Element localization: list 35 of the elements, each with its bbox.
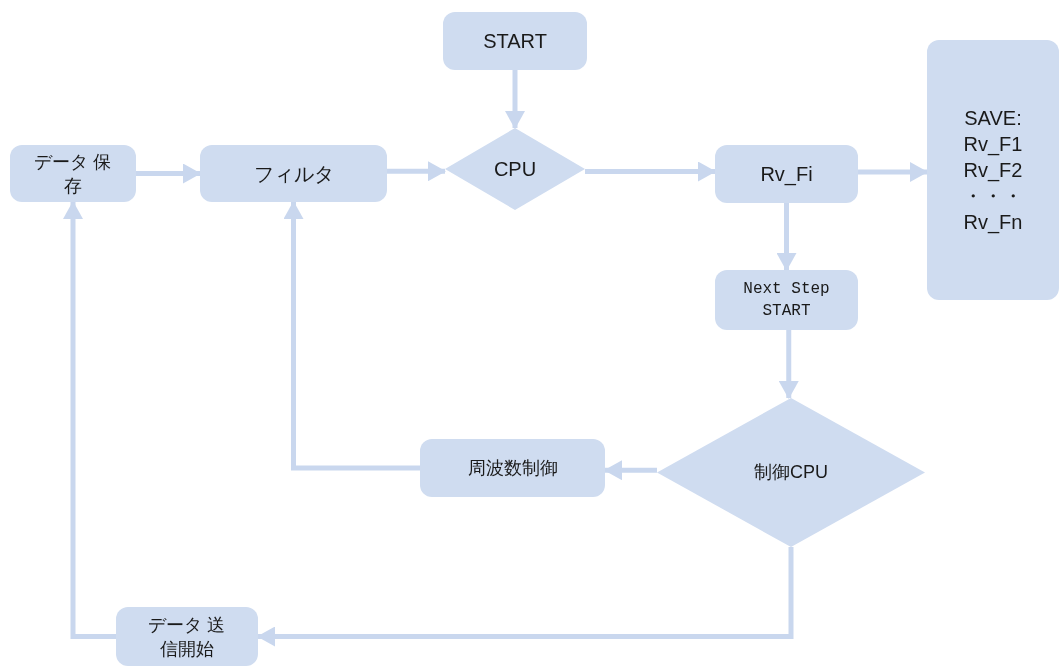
arrow <box>778 330 799 399</box>
node-label: 周波数制御 <box>466 456 559 480</box>
arrow <box>283 201 420 471</box>
node-label: Next Step START <box>742 279 831 322</box>
node-label: Rv_Fn <box>962 210 1024 235</box>
node-label: ・・・ <box>962 184 1024 209</box>
process-box <box>715 270 858 330</box>
process-box <box>200 145 387 202</box>
node-label: Rv_Fi <box>759 162 814 188</box>
arrow <box>604 460 657 481</box>
arrow <box>136 163 201 184</box>
process-box <box>420 439 605 497</box>
start-box <box>443 12 587 70</box>
node-label: Rv_F2 <box>962 158 1024 183</box>
arrow <box>63 201 116 639</box>
arrow <box>776 203 797 271</box>
node-label: フィルタ <box>252 161 335 187</box>
arrow <box>505 70 525 129</box>
node-label: START <box>482 29 548 54</box>
process-box <box>715 145 858 203</box>
node-label: 制御CPU <box>753 461 829 484</box>
storage-box <box>927 40 1059 300</box>
process-box <box>10 145 136 202</box>
node-label: Rv_F1 <box>962 132 1024 157</box>
node-label: SAVE: <box>963 106 1023 131</box>
arrow <box>387 161 446 182</box>
process-box <box>116 607 258 666</box>
node-label: データ 送信開始 <box>147 613 227 661</box>
arrow <box>585 161 716 182</box>
decision-diamond <box>445 128 585 210</box>
node-label: CPU <box>492 157 538 182</box>
node-label: データ 保存 <box>33 150 113 198</box>
arrow <box>858 162 928 182</box>
decision-diamond <box>657 398 925 547</box>
arrow <box>257 547 794 647</box>
